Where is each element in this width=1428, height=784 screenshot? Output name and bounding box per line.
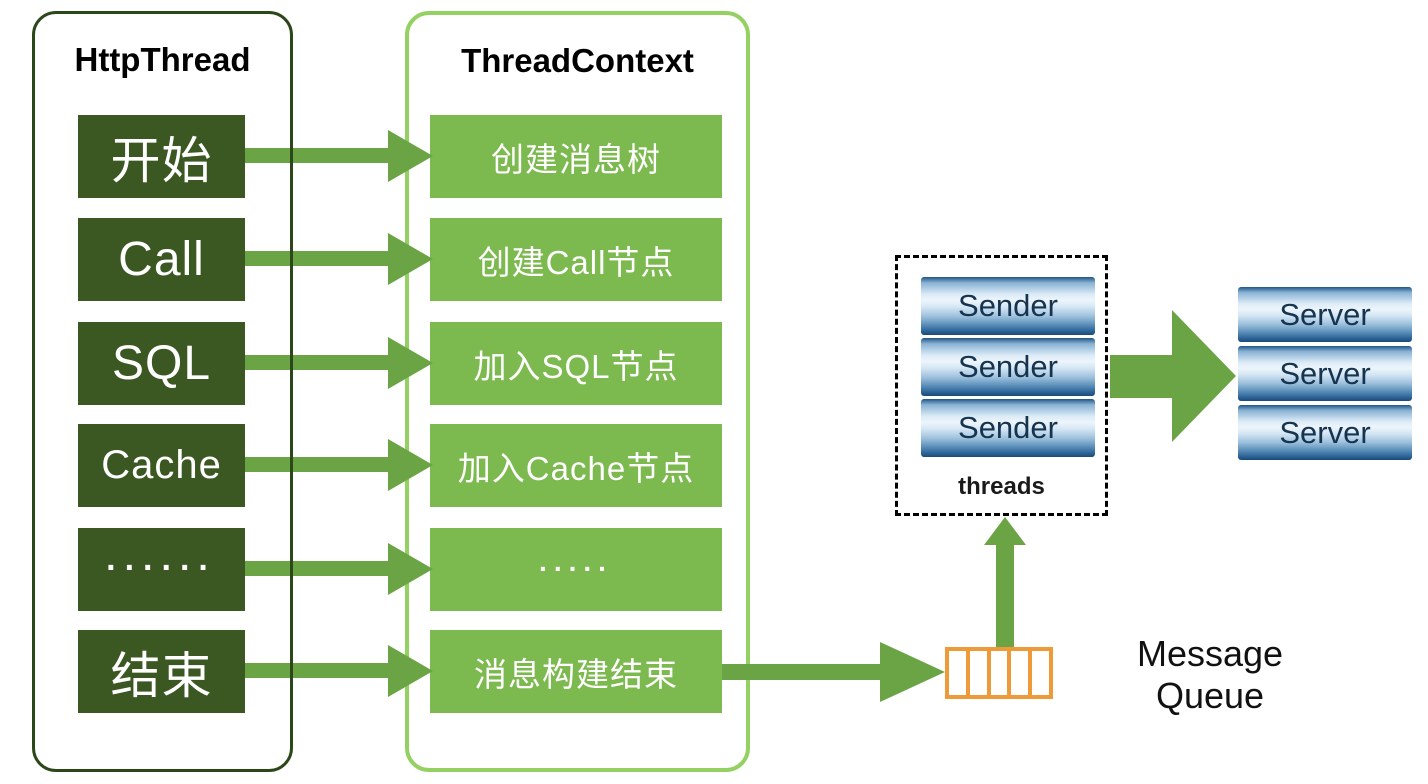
queue-cell <box>1032 651 1049 695</box>
http-step-call: Call <box>78 218 245 301</box>
arrow-cache-row-icon <box>245 439 433 491</box>
threads-group: Sender Sender Sender threads <box>895 255 1108 516</box>
context-step-add-cache-node: 加入Cache节点 <box>430 424 722 507</box>
arrow-end-row-icon <box>245 645 433 697</box>
server-box: Server <box>1238 287 1412 342</box>
queue-cell <box>949 651 970 695</box>
http-step-ellipsis: ...... <box>78 528 245 611</box>
sender-box: Sender <box>921 399 1095 457</box>
arrow-to-queue-icon <box>722 642 945 703</box>
queue-cell <box>991 651 1012 695</box>
http-step-end: 结束 <box>78 630 245 713</box>
context-step-build-finished: 消息构建结束 <box>430 630 722 713</box>
server-box: Server <box>1238 346 1412 401</box>
context-step-create-call-node: 创建Call节点 <box>430 218 722 301</box>
message-queue-label: Message Queue <box>1136 633 1284 716</box>
server-box: Server <box>1238 405 1412 460</box>
message-queue-icon <box>945 647 1053 699</box>
context-step-ellipsis: ..... <box>430 528 722 611</box>
http-thread-title: HttpThread <box>74 41 251 78</box>
arrow-threads-to-servers-icon <box>1110 310 1237 443</box>
sender-box: Sender <box>921 277 1095 335</box>
sender-box: Sender <box>921 338 1095 396</box>
arrow-call-row-icon <box>245 233 433 285</box>
arrow-sql-row-icon <box>245 337 433 389</box>
queue-cell <box>1011 651 1033 695</box>
http-step-sql: SQL <box>78 322 245 405</box>
http-thread-panel: HttpThread <box>32 11 293 772</box>
queue-cell <box>970 651 991 695</box>
arrow-start-row-icon <box>245 130 433 182</box>
context-step-create-tree: 创建消息树 <box>430 115 722 198</box>
thread-context-title: ThreadContext <box>461 42 694 79</box>
context-step-add-sql-node: 加入SQL节点 <box>430 322 722 405</box>
arrow-queue-to-threads-icon <box>984 517 1026 647</box>
threads-label: threads <box>958 473 1045 500</box>
http-step-cache: Cache <box>78 424 245 507</box>
thread-context-panel: ThreadContext <box>405 11 750 772</box>
arrow-ellipsis-row-icon <box>245 543 433 595</box>
http-step-start: 开始 <box>78 115 245 198</box>
